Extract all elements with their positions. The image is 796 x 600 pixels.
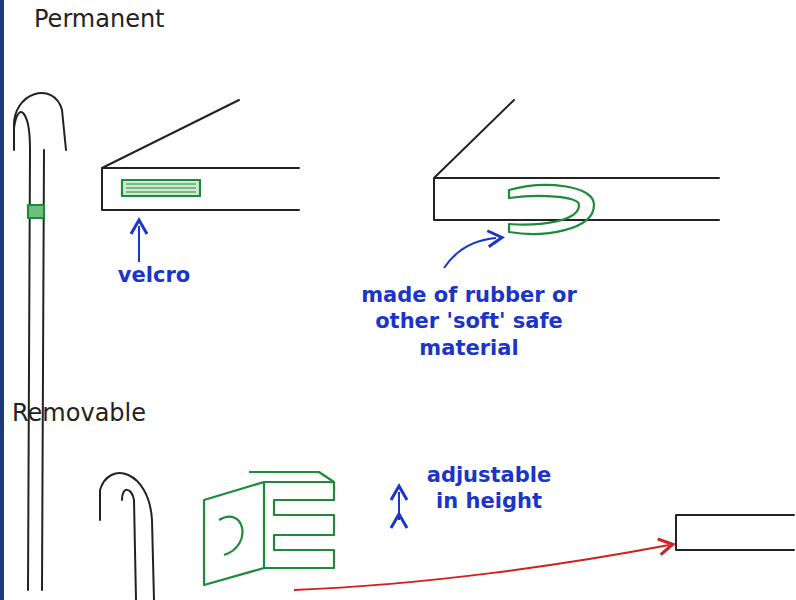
removable-clamp — [204, 472, 334, 585]
cane-tube — [100, 473, 154, 600]
table-edge — [102, 100, 299, 210]
velcro-hatch — [126, 184, 196, 192]
attach-arrow — [294, 545, 669, 590]
material-note: made of rubber or other 'soft' safe mate… — [349, 282, 589, 361]
leader-arrow — [138, 226, 140, 262]
section-heading: Permanent — [34, 4, 254, 34]
table-edge — [676, 515, 794, 550]
rubber-clip — [509, 185, 594, 234]
height-arrow — [398, 492, 400, 520]
velcro-strip — [122, 180, 200, 196]
part-label: velcro — [99, 262, 209, 288]
leader-arrow — [444, 238, 496, 268]
cane-band — [28, 205, 44, 218]
section-heading: Removable — [12, 398, 232, 428]
adjust-note: adjustable in height — [414, 462, 564, 515]
cane-tube — [14, 93, 66, 590]
